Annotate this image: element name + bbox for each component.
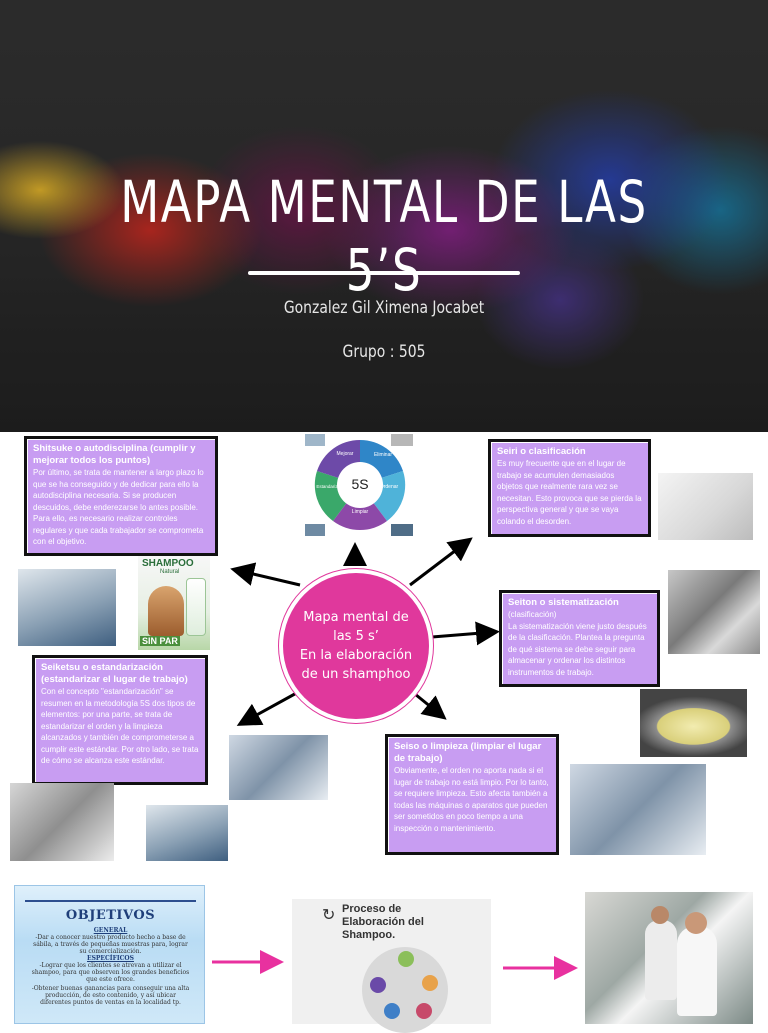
arrow-to-seiketsu <box>236 688 303 726</box>
refresh-icon: ↻ <box>322 907 336 924</box>
wheel-label-mejorar: Mejorar <box>337 451 354 457</box>
process-node <box>416 1003 432 1019</box>
shampoo-tag: SIN PAR <box>140 636 180 646</box>
central-line-4: de un shamphoo <box>301 667 411 682</box>
process-node <box>422 975 438 991</box>
wheel-label-eliminar: Eliminar <box>374 452 392 458</box>
seiri-heading: Seiri o clasificación <box>497 446 586 457</box>
head-shape <box>651 906 669 924</box>
seiton-heading: Seiton o sistematización <box>508 597 619 608</box>
lab-scientist-photo <box>229 735 328 800</box>
shampoo-ad-image: SHAMPOO Natural SIN PAR <box>138 556 210 650</box>
lab-coat-shape <box>677 926 717 1016</box>
objetivos-title: OBJETIVOS <box>65 908 156 923</box>
arrow-to-seiri <box>409 537 473 587</box>
production-line-photo <box>10 783 114 861</box>
seiso-box: Seiso o limpieza (limpiar el lugar de tr… <box>385 734 559 855</box>
seiri-box: Seiri o clasificación Es muy frecuente q… <box>488 439 651 537</box>
process-node <box>384 1003 400 1019</box>
shitsuke-box: Shitsuke o autodisciplina (cumplir y mej… <box>24 436 218 556</box>
central-line-1: Mapa mental de <box>303 610 409 625</box>
shitsuke-heading: Shitsuke o autodisciplina (cumplir y mej… <box>33 443 196 466</box>
seiso-heading: Seiso o limpieza (limpiar el lugar de tr… <box>394 741 542 764</box>
factory-workers-photo <box>146 805 228 861</box>
wheel-label-estandarizar: Estandarizar <box>316 484 342 489</box>
objetivos-especifico-2: -Obtener buenas ganancias para conseguir… <box>31 985 190 1006</box>
objetivos-top-rule <box>25 900 196 902</box>
title-banner: MAPA MENTAL DE LAS 5’S Gonzalez Gil Xime… <box>0 0 768 432</box>
seiketsu-body: Con el concepto "estandarización" se res… <box>41 687 199 765</box>
banner-overlay <box>0 0 768 432</box>
arrow-to-seiso <box>409 688 447 720</box>
lab-workers-photo <box>18 569 116 646</box>
arrow-to-shitsuke <box>230 562 301 587</box>
process-node <box>370 977 386 993</box>
seiketsu-box: Seiketsu o estandarización (estandarizar… <box>32 655 208 785</box>
wheel-center-label: 5S <box>351 476 368 492</box>
objetivos-especifico-1: -Lograr que los clientes se atrevan a ut… <box>31 962 190 983</box>
seiton-subheading: (clasificación) <box>508 610 557 619</box>
lab-technician-photo <box>570 764 706 855</box>
title-underline <box>248 271 520 275</box>
seiso-body: Obviamente, el orden no aporta nada si e… <box>394 766 549 833</box>
shampoo-subtitle: Natural <box>160 569 180 575</box>
five-s-wheel-image: 5S Mejorar Eliminar Ordenar Limpiar Esta… <box>305 432 415 539</box>
proceso-slide: ↻ Proceso de Elaboración del Shampoo. <box>292 899 491 1033</box>
central-topic: Mapa mental de las 5 s’ En la elaboració… <box>283 573 429 719</box>
seiketsu-heading: Seiketsu o estandarización (estandarizar… <box>41 662 188 685</box>
lab-coat-shape <box>645 920 677 1000</box>
shampoo-brand: SHAMPOO <box>142 558 194 569</box>
lab-beaker-photo <box>658 473 753 540</box>
seiri-body: Es muy frecuente que en el lugar de trab… <box>497 459 642 526</box>
arrow-to-seiton <box>431 621 500 646</box>
model-hair-shape <box>148 586 184 636</box>
seiton-box: Seiton o sistematización (clasificación)… <box>499 590 660 687</box>
objetivos-slide: OBJETIVOS GENERAL -Dar a conocer nuestro… <box>14 885 205 1024</box>
objetivos-general: -Dar a conocer nuestro producto hecho a … <box>33 934 188 955</box>
author-name: Gonzalez Gil Ximena Jocabet <box>283 298 485 318</box>
page-title: MAPA MENTAL DE LAS 5’S <box>120 168 648 304</box>
central-line-2: las 5 s’ <box>333 629 379 644</box>
mixing-tank-photo <box>640 689 747 757</box>
objetivos-general-label: GENERAL <box>93 927 128 934</box>
seiton-body: La sistematización viene justo después d… <box>508 621 647 677</box>
scientists-photo <box>585 892 753 1024</box>
shitsuke-body: Por último, se trata de mantener a largo… <box>33 468 204 546</box>
wheel-label-limpiar: Limpiar <box>352 509 369 515</box>
process-node <box>398 951 414 967</box>
objetivos-text: GENERAL -Dar a conocer nuestro producto … <box>15 927 206 1006</box>
wheel-label-ordenar: Ordenar <box>380 484 399 490</box>
bottle-shape <box>186 578 206 636</box>
proceso-title: Proceso de Elaboración del Shampoo. <box>342 903 424 941</box>
bottling-machine-photo <box>668 570 760 654</box>
head-shape <box>685 912 707 934</box>
process-circle <box>362 947 448 1033</box>
central-line-3: En la elaboración <box>299 648 413 663</box>
objetivos-especificos-label: ESPECÍFICOS <box>87 955 134 962</box>
group-label: Grupo : 505 <box>342 342 426 362</box>
